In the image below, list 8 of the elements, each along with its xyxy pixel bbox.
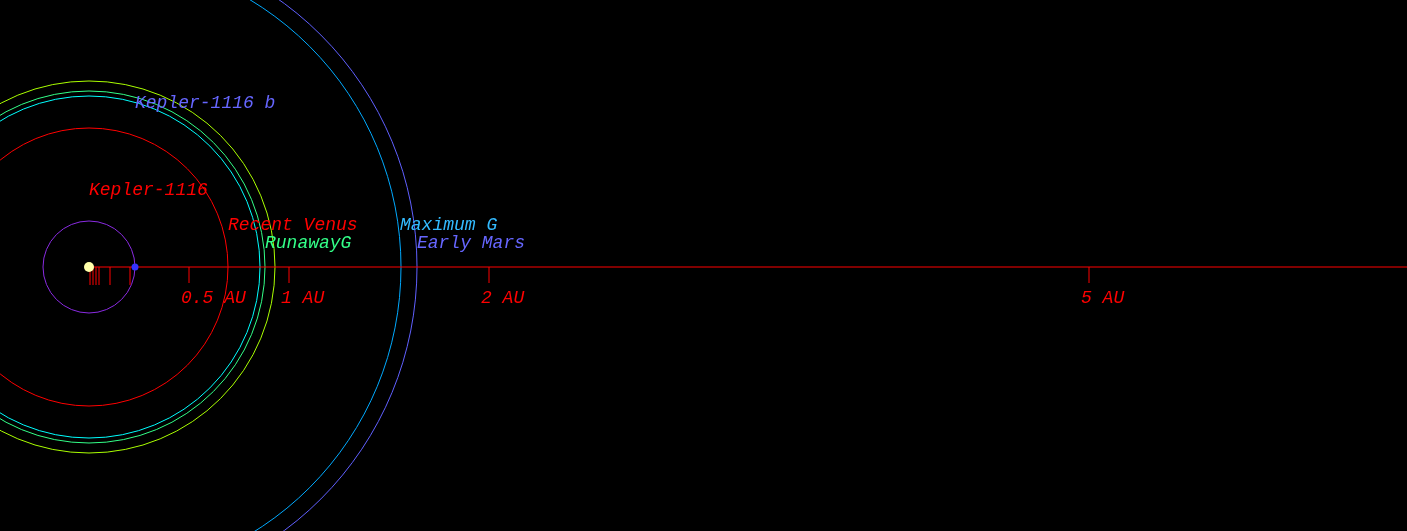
scale-label: 5 AU [1081, 289, 1125, 307]
star-label: Kepler-1116 [89, 181, 208, 199]
zone-label: Maximum G [400, 216, 498, 234]
zone-label: RunawayG [265, 234, 352, 252]
scale-label: 2 AU [481, 289, 525, 307]
scale-label: 1 AU [281, 289, 325, 307]
zone-label: Early Mars [417, 234, 526, 252]
scale-label: 0.5 AU [181, 289, 246, 307]
